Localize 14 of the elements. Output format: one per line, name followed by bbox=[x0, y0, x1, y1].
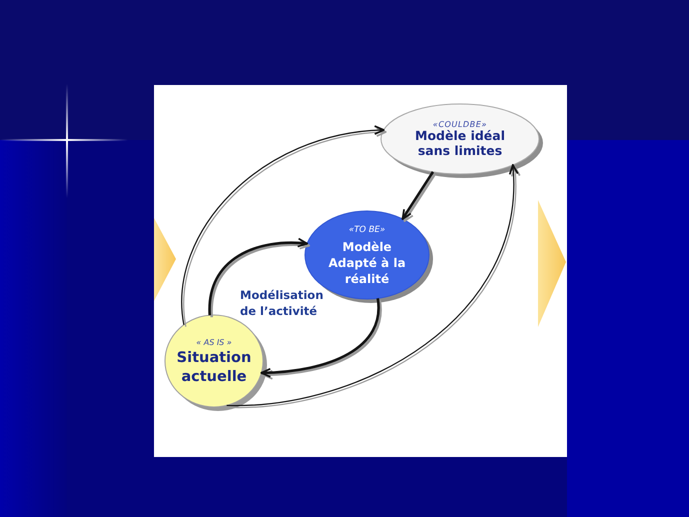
stereotype-label: «TO BE» bbox=[348, 224, 386, 235]
arrow bbox=[401, 171, 434, 220]
curved-arrow bbox=[208, 238, 308, 316]
curved-arrow bbox=[260, 298, 380, 378]
curved-arrow bbox=[181, 126, 385, 325]
oval-node bbox=[380, 103, 544, 179]
stereotype-label: «COULDBE» bbox=[432, 120, 488, 130]
curved-arrow bbox=[226, 164, 518, 406]
node-title: Modèle idéal sans limites bbox=[414, 129, 506, 158]
stereotype-label: « AS IS » bbox=[196, 338, 232, 348]
annotation-text: Modélisation de l’activité bbox=[240, 287, 324, 320]
node-title: Situation actuelle bbox=[176, 349, 252, 388]
circle-node bbox=[164, 314, 268, 412]
node-title: Modèle Adapté à la réalité bbox=[327, 238, 407, 288]
